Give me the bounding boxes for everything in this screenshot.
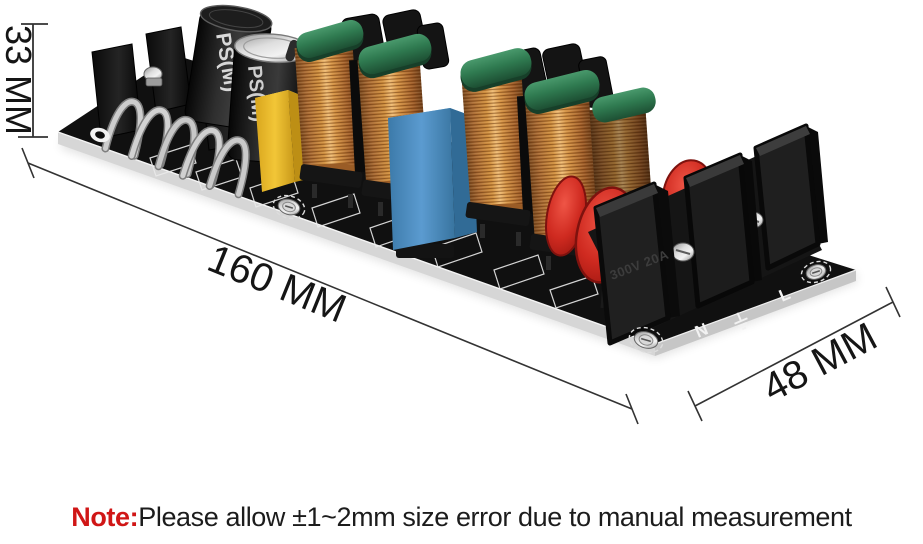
mounting-screw: [800, 260, 832, 284]
choke-divider: [516, 95, 536, 215]
earth-symbol: [734, 312, 748, 331]
dimension-height-label: 33 MM: [0, 25, 39, 135]
jumper-wires: [101, 97, 250, 199]
note-text: Please allow ±1~2mm size error due to ma…: [138, 502, 852, 532]
dimension-width: [687, 286, 901, 422]
choke-tape-caps: [296, 19, 432, 79]
terminal-tower: [683, 152, 762, 309]
note: Note:Please allow ±1~2mm size error due …: [0, 502, 923, 533]
terminal-tower: [593, 181, 680, 346]
terminal-tower: [753, 123, 828, 271]
nut-detail: [145, 77, 163, 87]
mounting-hole: [90, 127, 110, 143]
dimension-height: [18, 23, 48, 138]
board-right-edge: [655, 270, 856, 356]
dimension-length-label: 160 MM: [202, 236, 352, 331]
toroid-inductor: [461, 72, 531, 221]
mounting-screw: [272, 194, 306, 220]
dimension-width-label: 48 MM: [756, 314, 885, 410]
film-capacitor-blue: [388, 108, 477, 258]
choke-tape-caps: [460, 48, 656, 123]
note-label: Note:: [71, 502, 139, 532]
board-edge-highlight-right: [654, 269, 857, 345]
terminal-block: 300V 20A: [588, 123, 828, 346]
dimension-length: [21, 147, 639, 425]
mounting-screw: [628, 326, 664, 354]
